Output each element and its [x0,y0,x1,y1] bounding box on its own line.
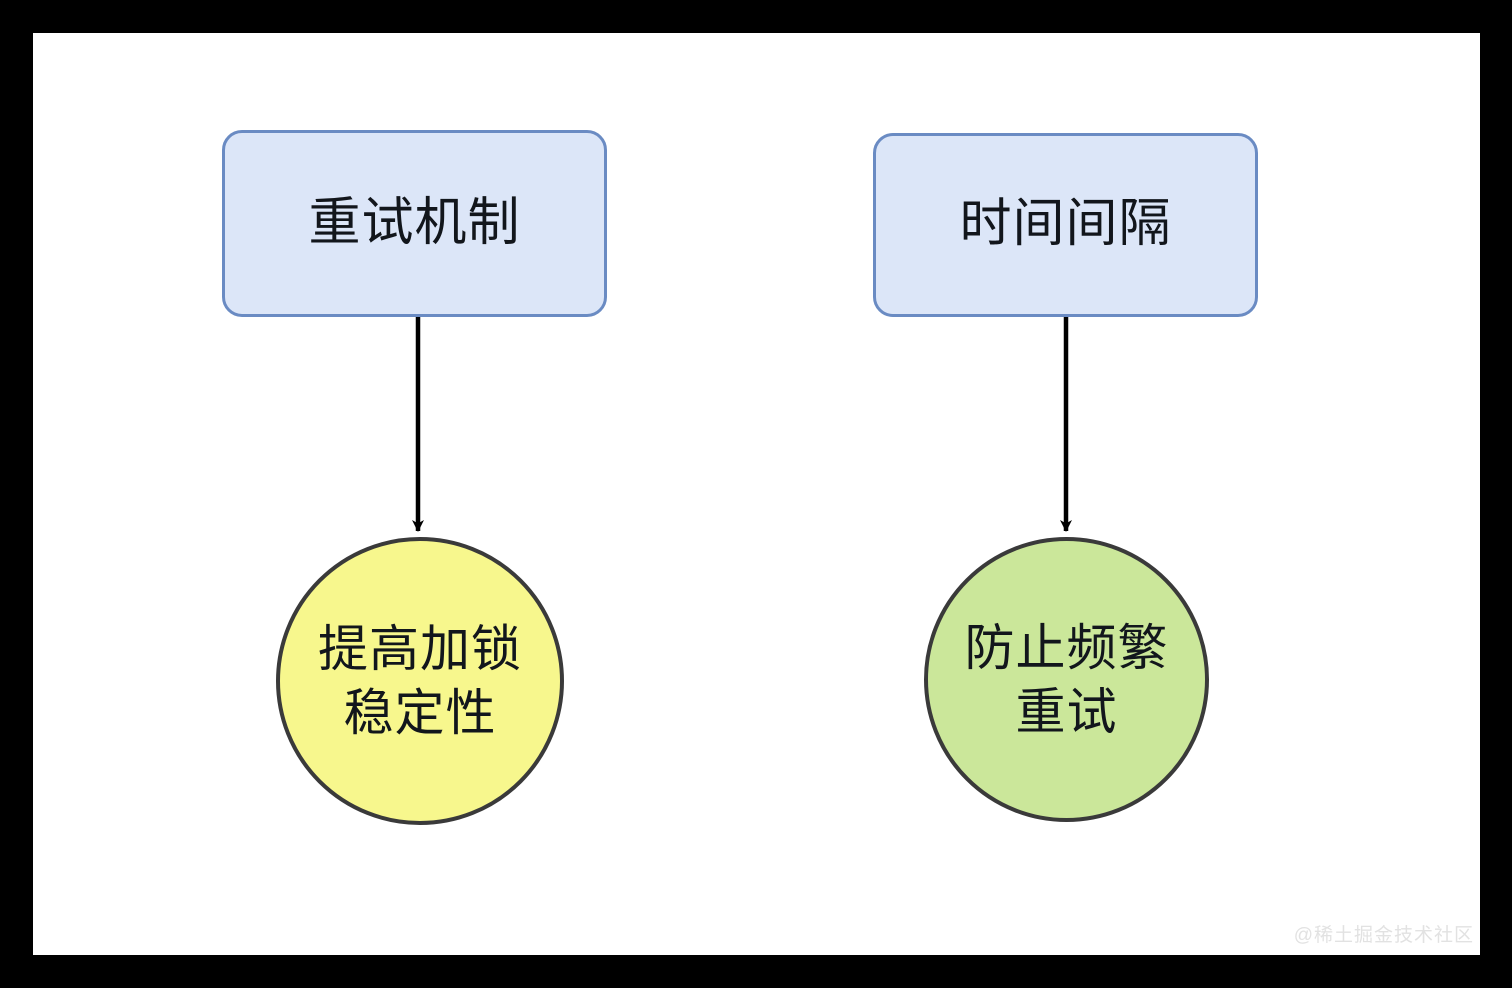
watermark: @稀土掘金技术社区 [1293,925,1474,946]
node-prevent-frequent-retry-label: 防止频繁 重试 [964,619,1169,740]
node-improve-lock-stability[interactable]: 提高加锁 稳定性 [276,537,564,825]
node-improve-lock-stability-label: 提高加锁 稳定性 [318,621,522,741]
node-time-interval-label: 时间间隔 [959,195,1172,254]
node-retry-mechanism[interactable]: 重试机制 [222,130,607,317]
node-prevent-frequent-retry[interactable]: 防止频繁 重试 [924,537,1209,822]
node-time-interval[interactable]: 时间间隔 [873,133,1258,317]
diagram-canvas: 重试机制 时间间隔 提高加锁 稳定性 防止频繁 重试 @稀土掘金技术社区 [33,33,1480,955]
node-retry-mechanism-label: 重试机制 [308,193,521,252]
